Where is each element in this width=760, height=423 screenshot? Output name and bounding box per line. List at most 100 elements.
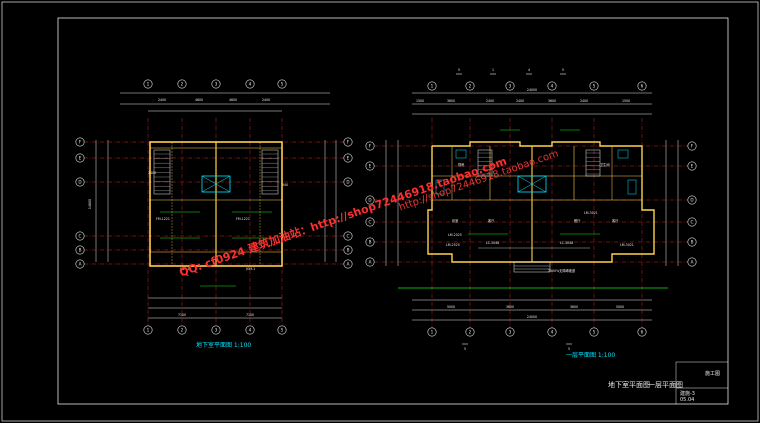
grid-col-label-top: 5 [281,82,284,87]
basement-stair-left [153,149,171,195]
window-label: LM-3021 [584,211,598,215]
grid-row-label-left-bubble [75,137,85,147]
room-label: 客厅 [488,218,495,223]
window-label: LM-2025 [448,233,462,237]
section-mark: 4 [528,68,530,72]
grid-col-label-bottom: 2 [181,328,184,333]
grid-row-label-left-bubble [365,237,375,247]
grid-row-label-left: F [369,144,372,149]
dimension-text: 1500 [416,99,424,103]
svg-text:2400: 2400 [148,171,156,175]
grid-row-label-left: C [369,220,372,225]
grid-row-label-right-bubble [687,161,697,171]
grid-col-label-top: 6 [641,84,644,89]
grid-row-label-left: D [78,180,81,185]
window-label: LM-2525 [446,243,460,247]
grid-col-label-top-bubble [465,81,475,91]
grid-col-label-top-bubble [143,79,153,89]
grid-row-label-left: C [79,234,82,239]
grid-row-label-left: B [369,240,372,245]
grid-col-label-top: 2 [469,84,472,89]
grid-col-label-bottom-bubble [143,325,153,335]
section-mark: 1 [492,68,494,72]
grid-col-label-top-bubble [177,79,187,89]
grid-col-label-bottom-bubble [427,327,437,337]
dimension-text: 3600 [570,305,578,309]
grid-row-label-left: A [79,262,82,267]
room-label: 厨房 [458,162,464,167]
grid-col-label-top: 1 [147,82,150,87]
section-mark: 5 [458,68,460,72]
section-mark: 5 [568,347,570,351]
grid-row-label-right-bubble [343,153,353,163]
ground-stair-left [477,149,493,177]
grid-col-label-bottom: 3 [215,328,218,333]
grid-col-label-top-bubble [637,81,647,91]
dimension-text: 7100 [246,313,254,317]
grid-row-label-left-bubble [75,153,85,163]
window-label: LC-5048 [486,241,499,245]
grid-col-label-bottom-bubble [177,325,187,335]
dimension-text: 7100 [178,313,186,317]
svg-text:JGM-1: JGM-1 [179,267,189,271]
grid-col-label-top-bubble [547,81,557,91]
section-mark: 5 [464,347,466,351]
grid-row-label-right-bubble [343,137,353,147]
title-block-label: 施工图 [705,371,721,377]
grid-row-label-left-bubble [365,257,375,267]
dimension-text: 2400 [158,98,166,102]
dimension-text: 2400 [486,99,494,103]
dimension-text: 3600 [506,305,514,309]
dimension-text: 4600 [229,98,237,102]
grid-col-label-bottom-bubble [505,327,515,337]
window-label: LC-5048 [560,241,573,245]
dimension-text: 2400 [516,99,524,103]
svg-text:FM-1221: FM-1221 [156,217,170,221]
grid-row-label-right: C [347,234,350,239]
dimension-text: 3600 [447,99,455,103]
grid-col-label-bottom: 5 [281,328,284,333]
grid-col-label-bottom: 1 [147,328,150,333]
sheet-title-right: 一层平面图 [648,381,683,389]
basement-stair-right [261,149,279,195]
svg-text:JGM-1: JGM-1 [245,267,255,271]
grid-row-label-right: C [691,220,694,225]
svg-text:FM-1221: FM-1221 [236,217,250,221]
grid-row-label-left: A [369,260,372,265]
grid-row-label-right: D [346,180,349,185]
grid-row-label-right: A [691,260,694,265]
grid-col-label-bottom: 3 [509,330,512,335]
room-label: 卧室 [452,218,458,223]
grid-row-label-left-bubble [365,195,375,205]
grid-row-label-left-bubble [75,177,85,187]
grid-row-label-right-bubble [687,141,697,151]
ground-stair-right [585,149,601,177]
grid-col-label-bottom: 5 [593,330,596,335]
grid-row-label-left: B [79,248,82,253]
dimension-text: 3600 [548,99,556,103]
grid-row-label-right: E [347,156,350,161]
sheet-title-left: 地下室平面图 [608,381,650,389]
drawing-date: 05.04 [680,397,695,403]
grid-col-label-top: 4 [551,84,554,89]
grid-row-label-right: F [691,144,694,149]
ground-light-well [517,175,547,193]
ground-plan-title: 一层平面图 1:100 [566,352,616,359]
room-label: 餐厅 [574,218,581,223]
grid-col-label-bottom: 6 [641,330,644,335]
dimension-text: 24000 [527,88,537,92]
grid-row-label-left-bubble [75,259,85,269]
grid-col-label-top-bubble [505,81,515,91]
grid-row-label-right-bubble [687,217,697,227]
ground-outer-wall [427,141,655,263]
basement-plan-title: 地下室平面图 1:100 [196,342,252,349]
dimension-text: 2400 [262,98,270,102]
grid-col-label-top-bubble [427,81,437,91]
grid-col-label-top-bubble [245,79,255,89]
dimension-text: 4600 [195,98,203,102]
grid-col-label-top: 5 [593,84,596,89]
